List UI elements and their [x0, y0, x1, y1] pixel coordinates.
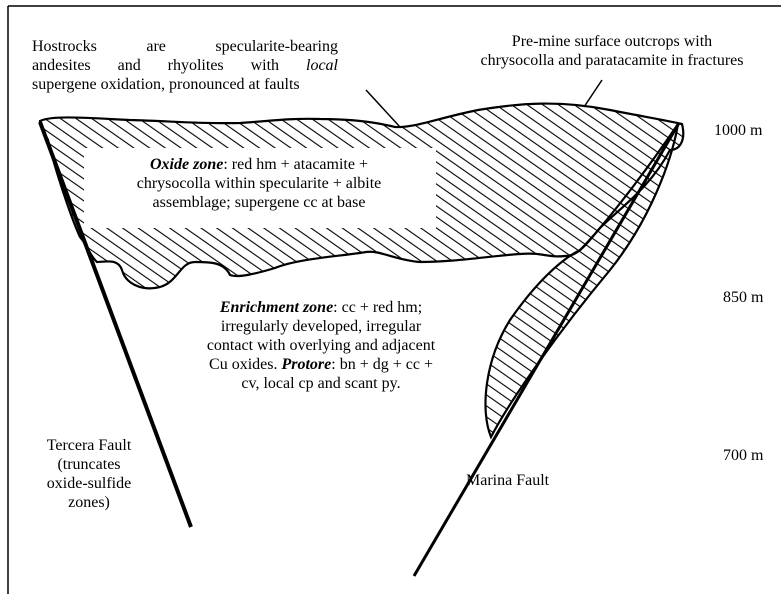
hostrocks-note: Hostrocks are specularite-bearing andesi… — [32, 37, 338, 94]
hostrocks-note-line-2: andesites and rhyolites with local — [32, 56, 338, 75]
enrichment-zone-line-4-rest: : bn + dg + cc + — [331, 356, 433, 373]
enrichment-zone-label: Enrichment zone: cc + red hm; irregularl… — [190, 298, 452, 393]
outcrops-leader-line — [584, 80, 602, 107]
tercera-fault-line-3: oxide-sulfide — [24, 474, 154, 493]
hostrocks-note-local: local — [306, 57, 338, 74]
surface-outcrops-line-1: Pre-mine surface outcrops with — [448, 32, 776, 51]
hostrocks-note-line-1: Hostrocks are specularite-bearing — [32, 37, 338, 56]
enrichment-zone-line-3: contact with overlying and adjacent — [190, 336, 452, 355]
enrichment-zone-line-1-rest: : cc + red hm; — [333, 299, 422, 316]
protore-title: Protore — [281, 356, 331, 373]
oxide-zone-line-3: assemblage; supergene cc at base — [86, 193, 432, 212]
elevation-700m: 700 m — [723, 446, 763, 465]
surface-outcrops-line-2: chrysocolla and paratacamite in fracture… — [448, 51, 776, 70]
enrichment-zone-line-1: Enrichment zone: cc + red hm; — [190, 298, 452, 317]
oxide-zone-line-1-rest: : red hm + atacamite + — [223, 156, 368, 173]
hostrocks-note-line-3: supergene oxidation, pronounced at fault… — [32, 75, 338, 94]
tercera-fault-label: Tercera Fault (truncates oxide-sulfide z… — [24, 436, 154, 512]
tercera-fault-line-2: (truncates — [24, 455, 154, 474]
elevation-1000m: 1000 m — [714, 121, 762, 140]
enrichment-zone-line-5: cv, local cp and scant py. — [190, 374, 452, 393]
oxide-zone-line-1: Oxide zone: red hm + atacamite + — [86, 155, 432, 174]
enrichment-zone-line-2: irregularly developed, irregular — [190, 317, 452, 336]
tercera-fault-line-4: zones) — [24, 493, 154, 512]
enrichment-zone-line-4: Cu oxides. Protore: bn + dg + cc + — [190, 355, 452, 374]
oxide-zone-title: Oxide zone — [150, 156, 223, 173]
tercera-fault-line-1: Tercera Fault — [24, 436, 154, 455]
oxide-zone-label: Oxide zone: red hm + atacamite + chrysoc… — [86, 155, 432, 212]
marina-fault-label: Marina Fault — [466, 471, 549, 490]
enrichment-zone-line-4-start: Cu oxides. — [209, 356, 281, 373]
surface-outcrops-note: Pre-mine surface outcrops with chrysocol… — [448, 32, 776, 70]
hostrocks-note-line-2-text: andesites and rhyolites with — [32, 57, 279, 74]
elevation-850m: 850 m — [723, 288, 763, 307]
enrichment-zone-title: Enrichment zone — [220, 299, 333, 316]
oxide-zone-line-2: chrysocolla within specularite + albite — [86, 174, 432, 193]
